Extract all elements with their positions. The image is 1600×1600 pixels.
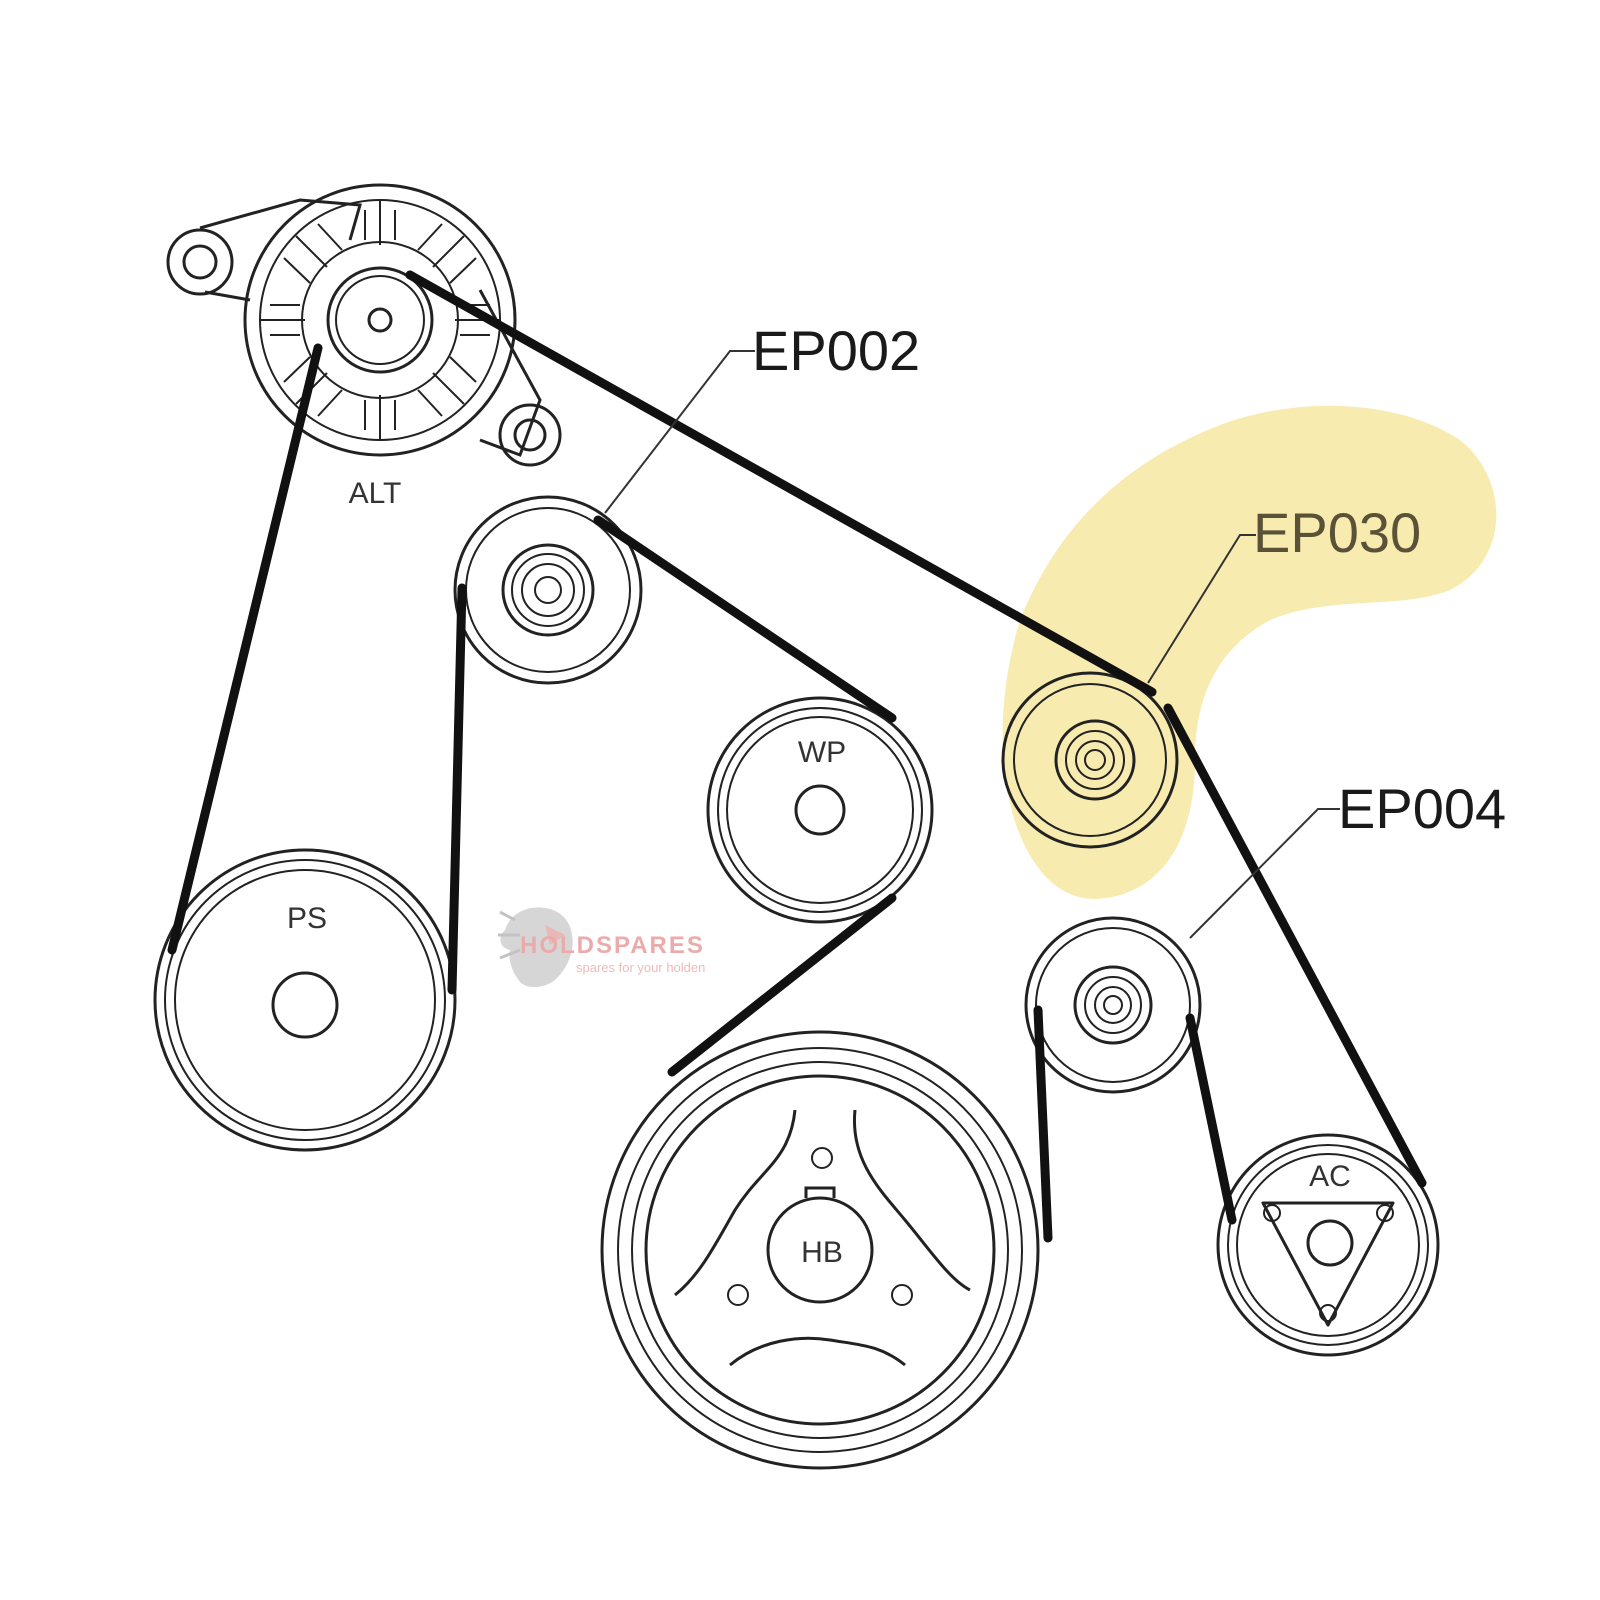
wp-label: WP [798, 736, 846, 769]
serpentine-belt [167, 270, 1427, 1243]
ep030-tensioner-pulley [1001, 671, 1179, 849]
lion-head-icon [498, 907, 573, 988]
alt-label: ALT [349, 477, 402, 510]
ep030-part-label: EP030 [1253, 501, 1421, 564]
ac-compressor-pulley: AC [1216, 1133, 1440, 1357]
hb-label: HB [801, 1236, 843, 1269]
ep004-idler-pulley [1024, 916, 1202, 1094]
ac-label: AC [1309, 1160, 1351, 1193]
water-pump-pulley: WP [706, 696, 934, 924]
ep004-leader [1189, 808, 1340, 939]
ep030-leader [1147, 534, 1256, 684]
ep002-part-label: EP002 [752, 319, 920, 382]
callout-leaders [604, 350, 1340, 939]
ep030-highlight [1002, 405, 1497, 899]
ep004-part-label: EP004 [1338, 777, 1506, 840]
ps-label: PS [287, 902, 327, 935]
alternator-pulley: ALT [166, 183, 562, 510]
watermark-tagline: spares for your holden [576, 960, 705, 975]
ep002-leader [604, 350, 755, 514]
holdspares-watermark: HOLDSPARES spares for your holden [498, 907, 705, 988]
ep002-idler-pulley [453, 495, 643, 685]
harmonic-balancer-pulley: HB [600, 1030, 1040, 1470]
power-steering-pulley: PS [153, 848, 457, 1152]
watermark-brand: HOLDSPARES [520, 932, 705, 959]
